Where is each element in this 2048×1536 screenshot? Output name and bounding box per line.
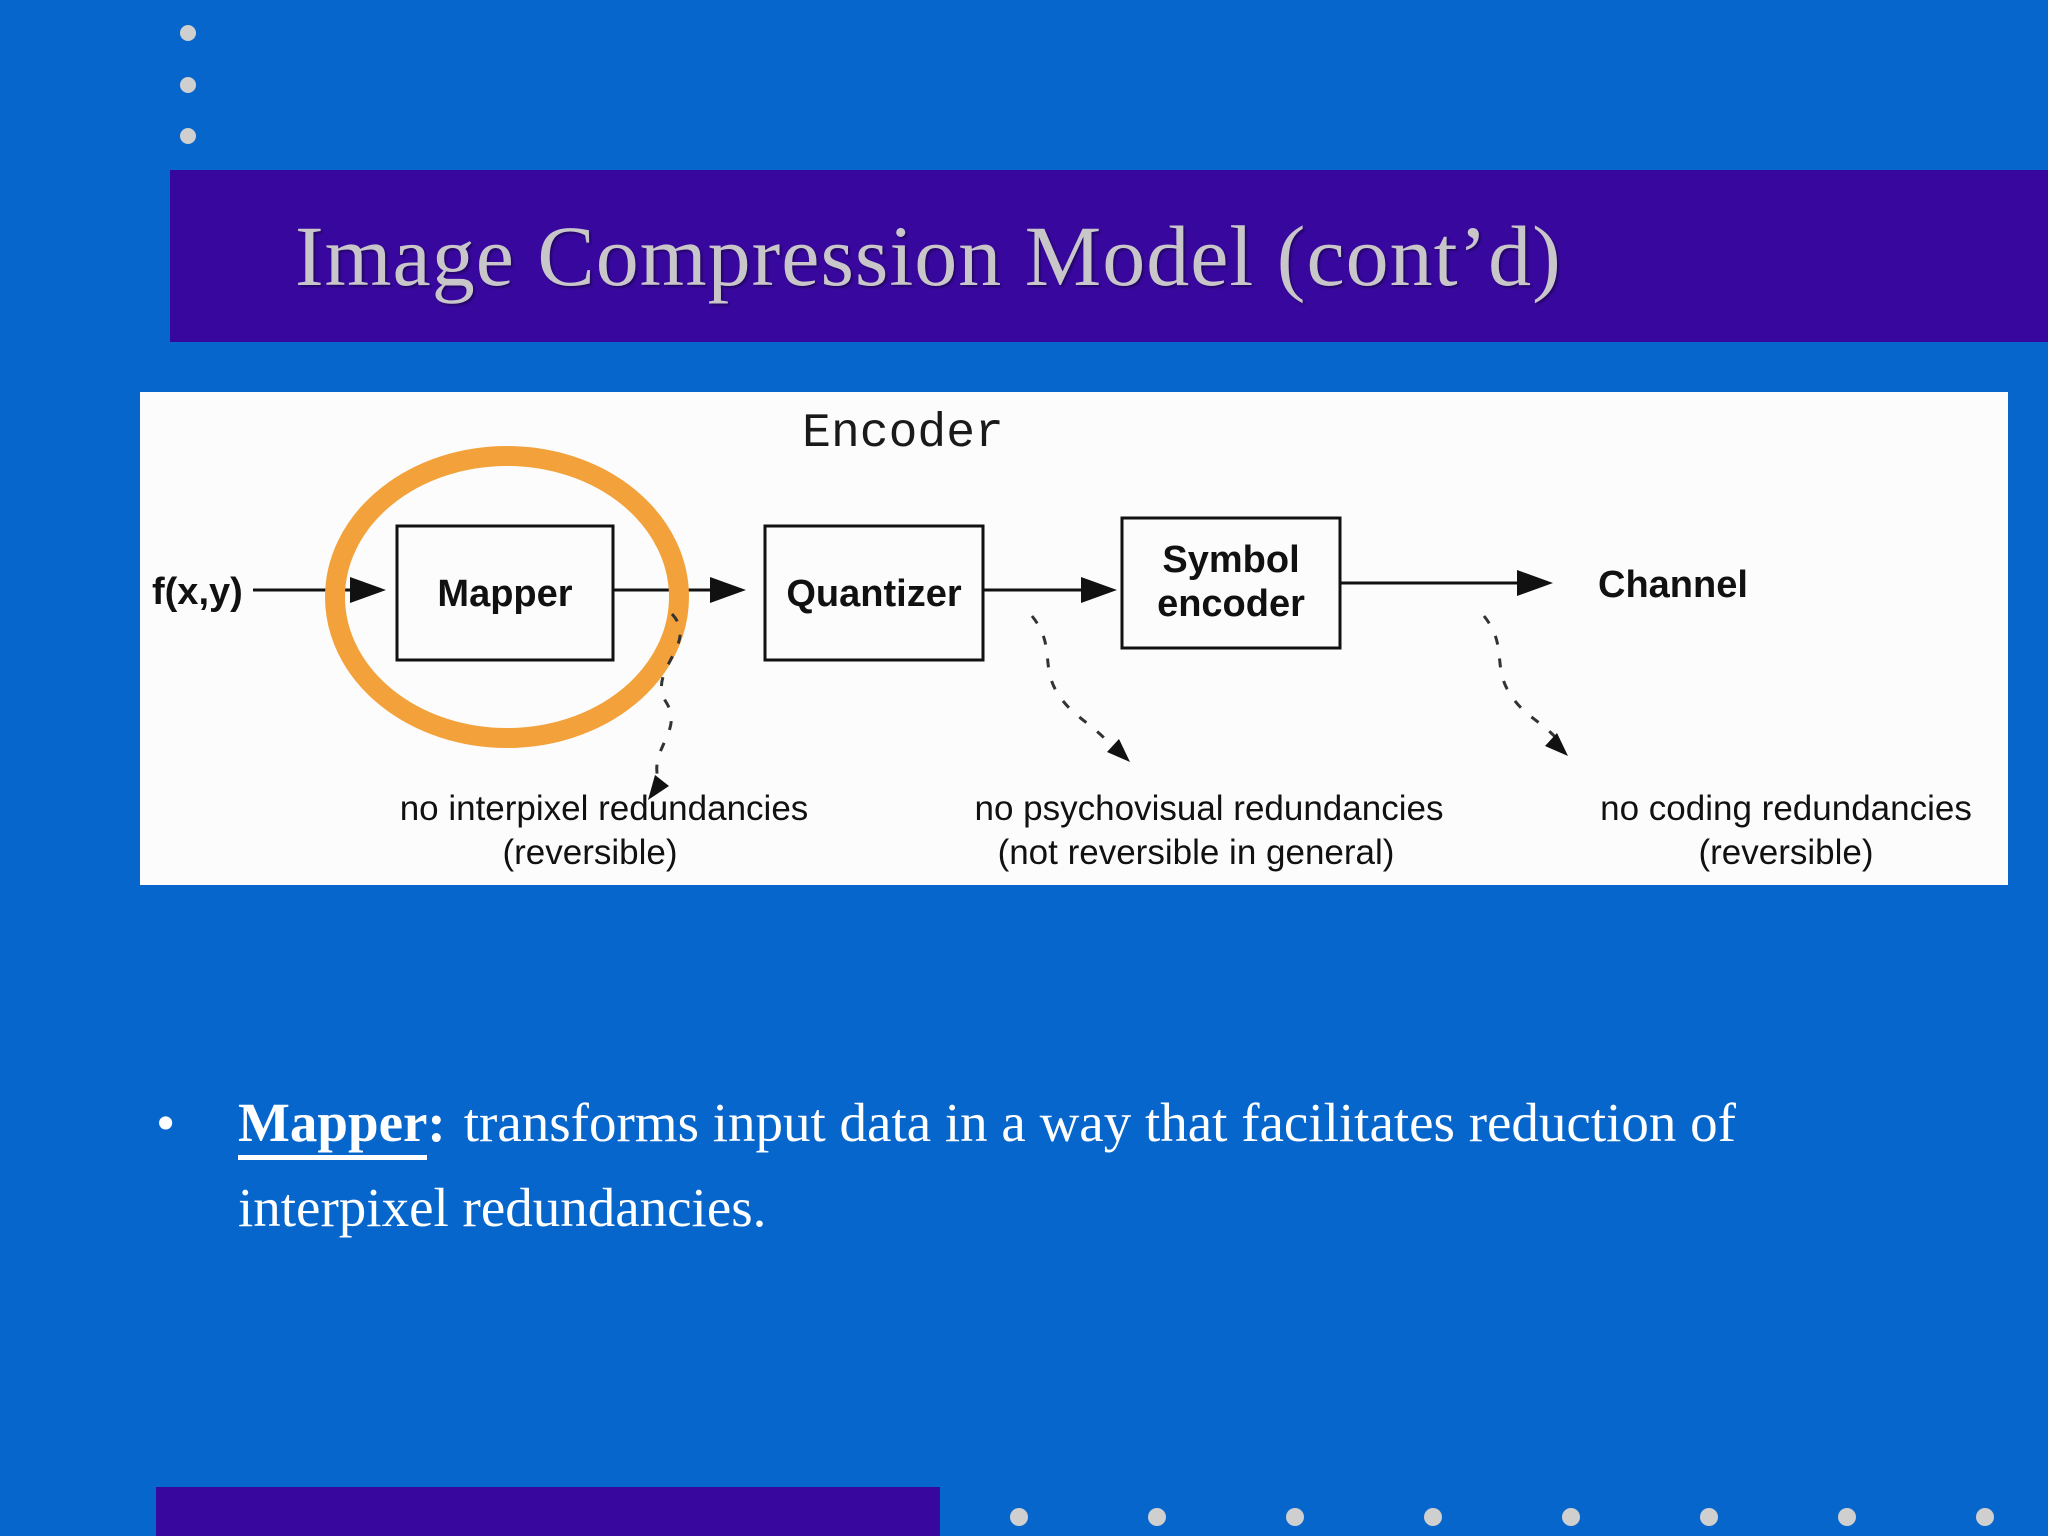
decorative-dot — [1700, 1508, 1718, 1526]
page-title: Image Compression Model (cont’d) — [295, 208, 1562, 304]
decorative-dot — [180, 128, 196, 144]
bullet-term-word: Mapper — [238, 1092, 428, 1160]
bullet-term: Mapper: — [238, 1092, 446, 1160]
dashed-annotation-arrow — [1030, 615, 1112, 746]
note-coding-line2: (reversible) — [1698, 833, 1873, 872]
input-signal-label: f(x,y) — [152, 571, 243, 613]
decorative-dot — [180, 25, 196, 41]
bottom-accent-bar — [156, 1487, 940, 1536]
title-bar: Image Compression Model (cont’d) — [170, 170, 2048, 342]
encoder-diagram: Encoder f(x,y) Mapper Quantizer Symbol e… — [152, 407, 1972, 872]
note-psychovisual-line1: no psychovisual redundancies — [975, 789, 1444, 828]
arrowhead-icon — [350, 577, 386, 603]
note-coding-line1: no coding redundancies — [1600, 789, 1972, 828]
dashed-annotation-arrow — [1482, 615, 1560, 742]
arrowhead-icon — [1081, 577, 1117, 603]
dashed-arrowhead-icon — [648, 775, 669, 800]
bullet-term-colon: : — [427, 1092, 446, 1153]
dashed-arrowhead-icon — [1107, 739, 1130, 762]
bullet-item: • Mapper:transforms input data in a way … — [156, 1080, 1816, 1251]
dashed-annotation-arrow — [655, 612, 682, 779]
decorative-dot — [1838, 1508, 1856, 1526]
arrowhead-icon — [710, 577, 746, 603]
arrowhead-icon — [1517, 570, 1553, 596]
decorative-dot — [1148, 1508, 1166, 1526]
decorative-dot — [180, 77, 196, 93]
note-interpixel-line2: (reversible) — [502, 833, 677, 872]
quantizer-block — [763, 524, 985, 662]
channel-label: Channel — [1598, 564, 1748, 606]
dashed-arrowhead-icon — [1545, 733, 1568, 756]
bullet-text: Mapper:transforms input data in a way th… — [238, 1080, 1816, 1251]
decorative-dot — [1286, 1508, 1304, 1526]
bullet-body-text: transforms input data in a way that faci… — [238, 1092, 1736, 1239]
note-interpixel-line1: no interpixel redundancies — [400, 789, 809, 828]
bullet-icon: • — [156, 1092, 176, 1153]
note-psychovisual-line2: (not reversible in general) — [998, 833, 1395, 872]
symbol-encoder-label-line1: Symbol — [1162, 539, 1299, 581]
symbol-encoder-block — [1120, 516, 1342, 650]
decorative-dot — [1976, 1508, 1994, 1526]
mapper-block — [395, 524, 615, 662]
symbol-encoder-label-line2: encoder — [1157, 583, 1305, 625]
decorative-dot — [1010, 1508, 1028, 1526]
diagram-heading: Encoder — [802, 407, 1004, 461]
highlight-ellipse — [325, 446, 689, 748]
encoder-diagram-panel: Encoder f(x,y) Mapper Quantizer Symbol e… — [140, 392, 2008, 885]
decorative-dot — [1424, 1508, 1442, 1526]
quantizer-block-label: Quantizer — [786, 573, 961, 615]
decorative-dot — [1562, 1508, 1580, 1526]
mapper-block-label: Mapper — [437, 573, 572, 615]
